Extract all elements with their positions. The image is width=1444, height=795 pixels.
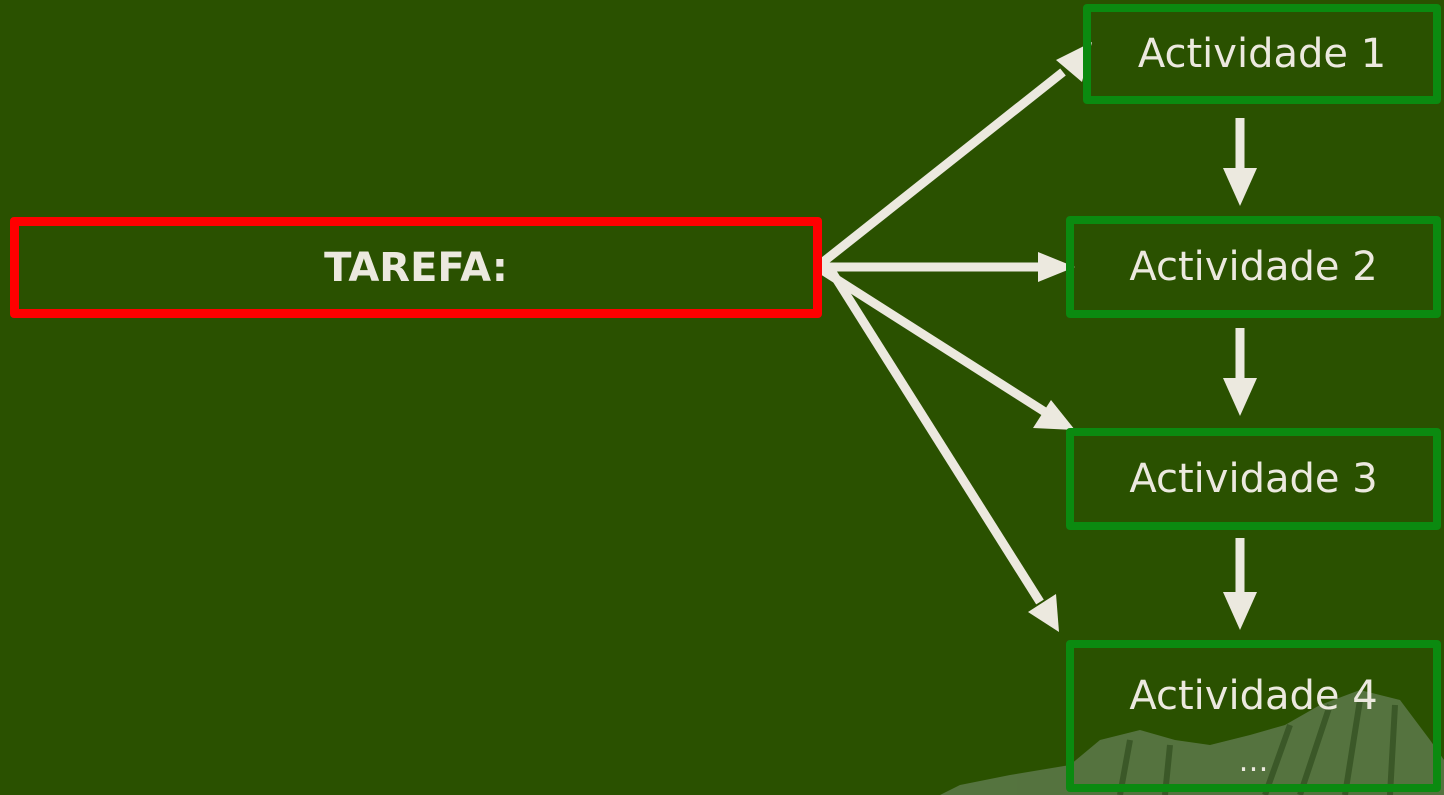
activity-2-box: Actividade 2: [1066, 216, 1441, 318]
arrowhead-activity-4: [1028, 594, 1059, 632]
task-box: TAREFA:: [10, 217, 822, 318]
activity-1-label: Actividade 1: [1137, 31, 1387, 77]
arrowhead-activity-3-down: [1223, 378, 1257, 416]
activity-4-label: Actividade 4: [1129, 673, 1378, 719]
arrowhead-activity-3: [1033, 400, 1075, 430]
activity-4-box: Actividade 4 …: [1066, 640, 1441, 792]
arrowhead-activity-4-down: [1223, 592, 1257, 630]
task-label: TAREFA:: [324, 244, 508, 291]
activity-1-box: Actividade 1: [1083, 4, 1441, 104]
arrow-task-to-activity-4: [828, 269, 1044, 605]
arrow-task-to-activity-1: [815, 68, 1066, 270]
arrowhead-activity-2-down: [1223, 168, 1257, 206]
activity-3-box: Actividade 3: [1066, 428, 1441, 530]
activity-3-label: Actividade 3: [1129, 456, 1378, 502]
arrowhead-activity-2: [1038, 252, 1075, 282]
arrow-task-to-activity-3: [819, 266, 1048, 416]
activity-continuation-ellipsis: …: [1238, 744, 1269, 779]
activity-2-label: Actividade 2: [1129, 244, 1378, 290]
